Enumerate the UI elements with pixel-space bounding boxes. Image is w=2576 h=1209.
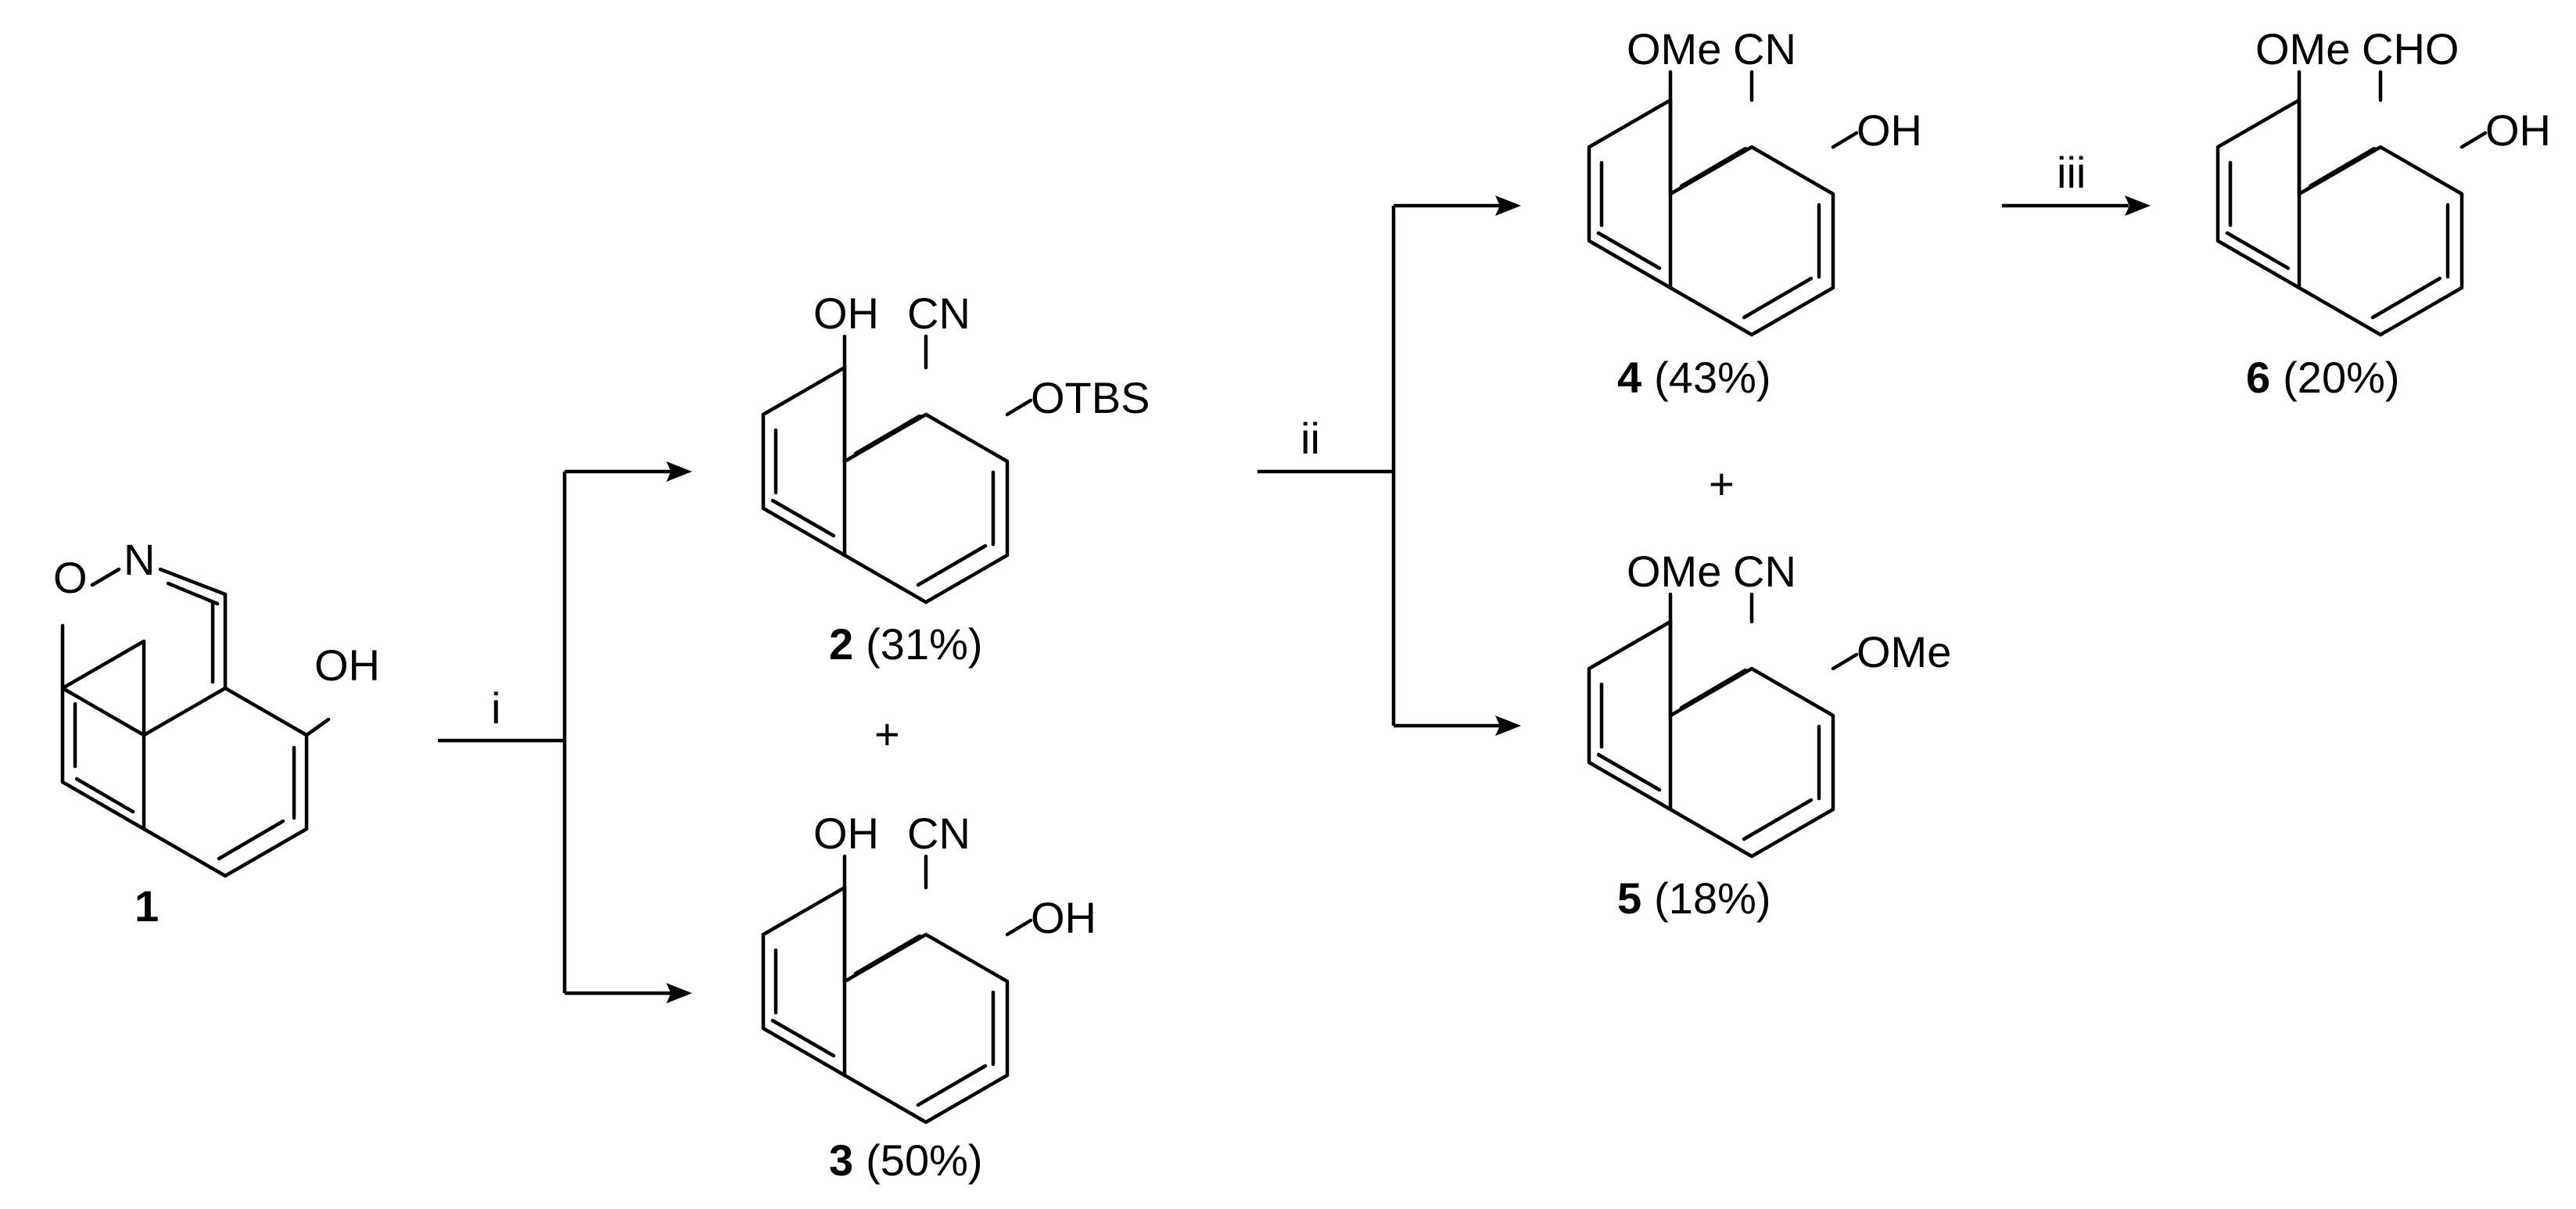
compound-4-structure: OMe CN OH	[1589, 24, 1922, 335]
compound-3-number: 3	[829, 1135, 853, 1185]
compound-5-caption: 5 (18%)	[1617, 874, 1771, 923]
step-iii-label: iii	[2057, 148, 2086, 197]
compound-2-c2-label: OTBS	[1031, 373, 1150, 422]
step-iii-arrow	[2002, 196, 2151, 216]
compound-4-c1-label: CN	[1733, 24, 1796, 74]
plus-sign-1: +	[874, 709, 900, 759]
compound-3-structure: OH CN OH	[763, 809, 1096, 1122]
compound-1-number: 1	[135, 881, 159, 931]
compound-6-peri-label: OMe	[2255, 24, 2350, 74]
compound-2-caption: 2 (31%)	[829, 619, 983, 669]
compound-3-c2-label: OH	[1031, 893, 1096, 942]
compound-3-caption: 3 (50%)	[829, 1135, 983, 1185]
compound-4-c2-label: OH	[1857, 106, 1922, 155]
compound-1-oh-label: OH	[314, 640, 380, 690]
compound-5-number: 5	[1617, 874, 1641, 923]
compound-2-number: 2	[829, 619, 853, 669]
compound-3-yield: (50%)	[866, 1135, 982, 1185]
compound-2-yield: (31%)	[866, 619, 982, 669]
compound-1-ring-o-label: O	[53, 553, 88, 602]
compound-4-caption: 4 (43%)	[1617, 353, 1771, 402]
compound-3-peri-label: OH	[813, 809, 879, 858]
compound-6-structure: OMe CHO OH	[2218, 24, 2551, 335]
compound-2-peri-label: OH	[813, 289, 879, 338]
compound-2-c1-label: CN	[907, 289, 970, 338]
compound-5-c2-label: OMe	[1857, 627, 1951, 676]
compound-2-structure: OH CN OTBS	[763, 289, 1150, 602]
compound-3-c1-label: CN	[907, 809, 970, 858]
compound-5-peri-label: OMe	[1627, 547, 1721, 596]
compound-6-c1-label: CHO	[2362, 24, 2459, 74]
step-ii-label: ii	[1301, 414, 1320, 463]
step-i-arrow	[438, 461, 692, 1003]
compound-1-ring-n-label: N	[124, 535, 155, 584]
compound-6-c2-label: OH	[2485, 106, 2551, 155]
step-ii-arrow	[1258, 196, 1521, 736]
compound-5-c1-label: CN	[1733, 547, 1796, 596]
compound-5-yield: (18%)	[1654, 874, 1771, 923]
compound-1-structure: O N OH	[53, 535, 380, 878]
compound-4-peri-label: OMe	[1627, 24, 1721, 74]
compound-6-number: 6	[2246, 353, 2270, 402]
compound-6-yield: (20%)	[2283, 353, 2399, 402]
compound-4-number: 4	[1617, 353, 1641, 402]
compound-4-yield: (43%)	[1654, 353, 1771, 402]
compound-6-caption: 6 (20%)	[2246, 353, 2400, 402]
plus-sign-2: +	[1709, 459, 1735, 508]
compound-5-structure: OMe CN OMe	[1589, 547, 1951, 856]
step-i-label: i	[491, 683, 500, 733]
